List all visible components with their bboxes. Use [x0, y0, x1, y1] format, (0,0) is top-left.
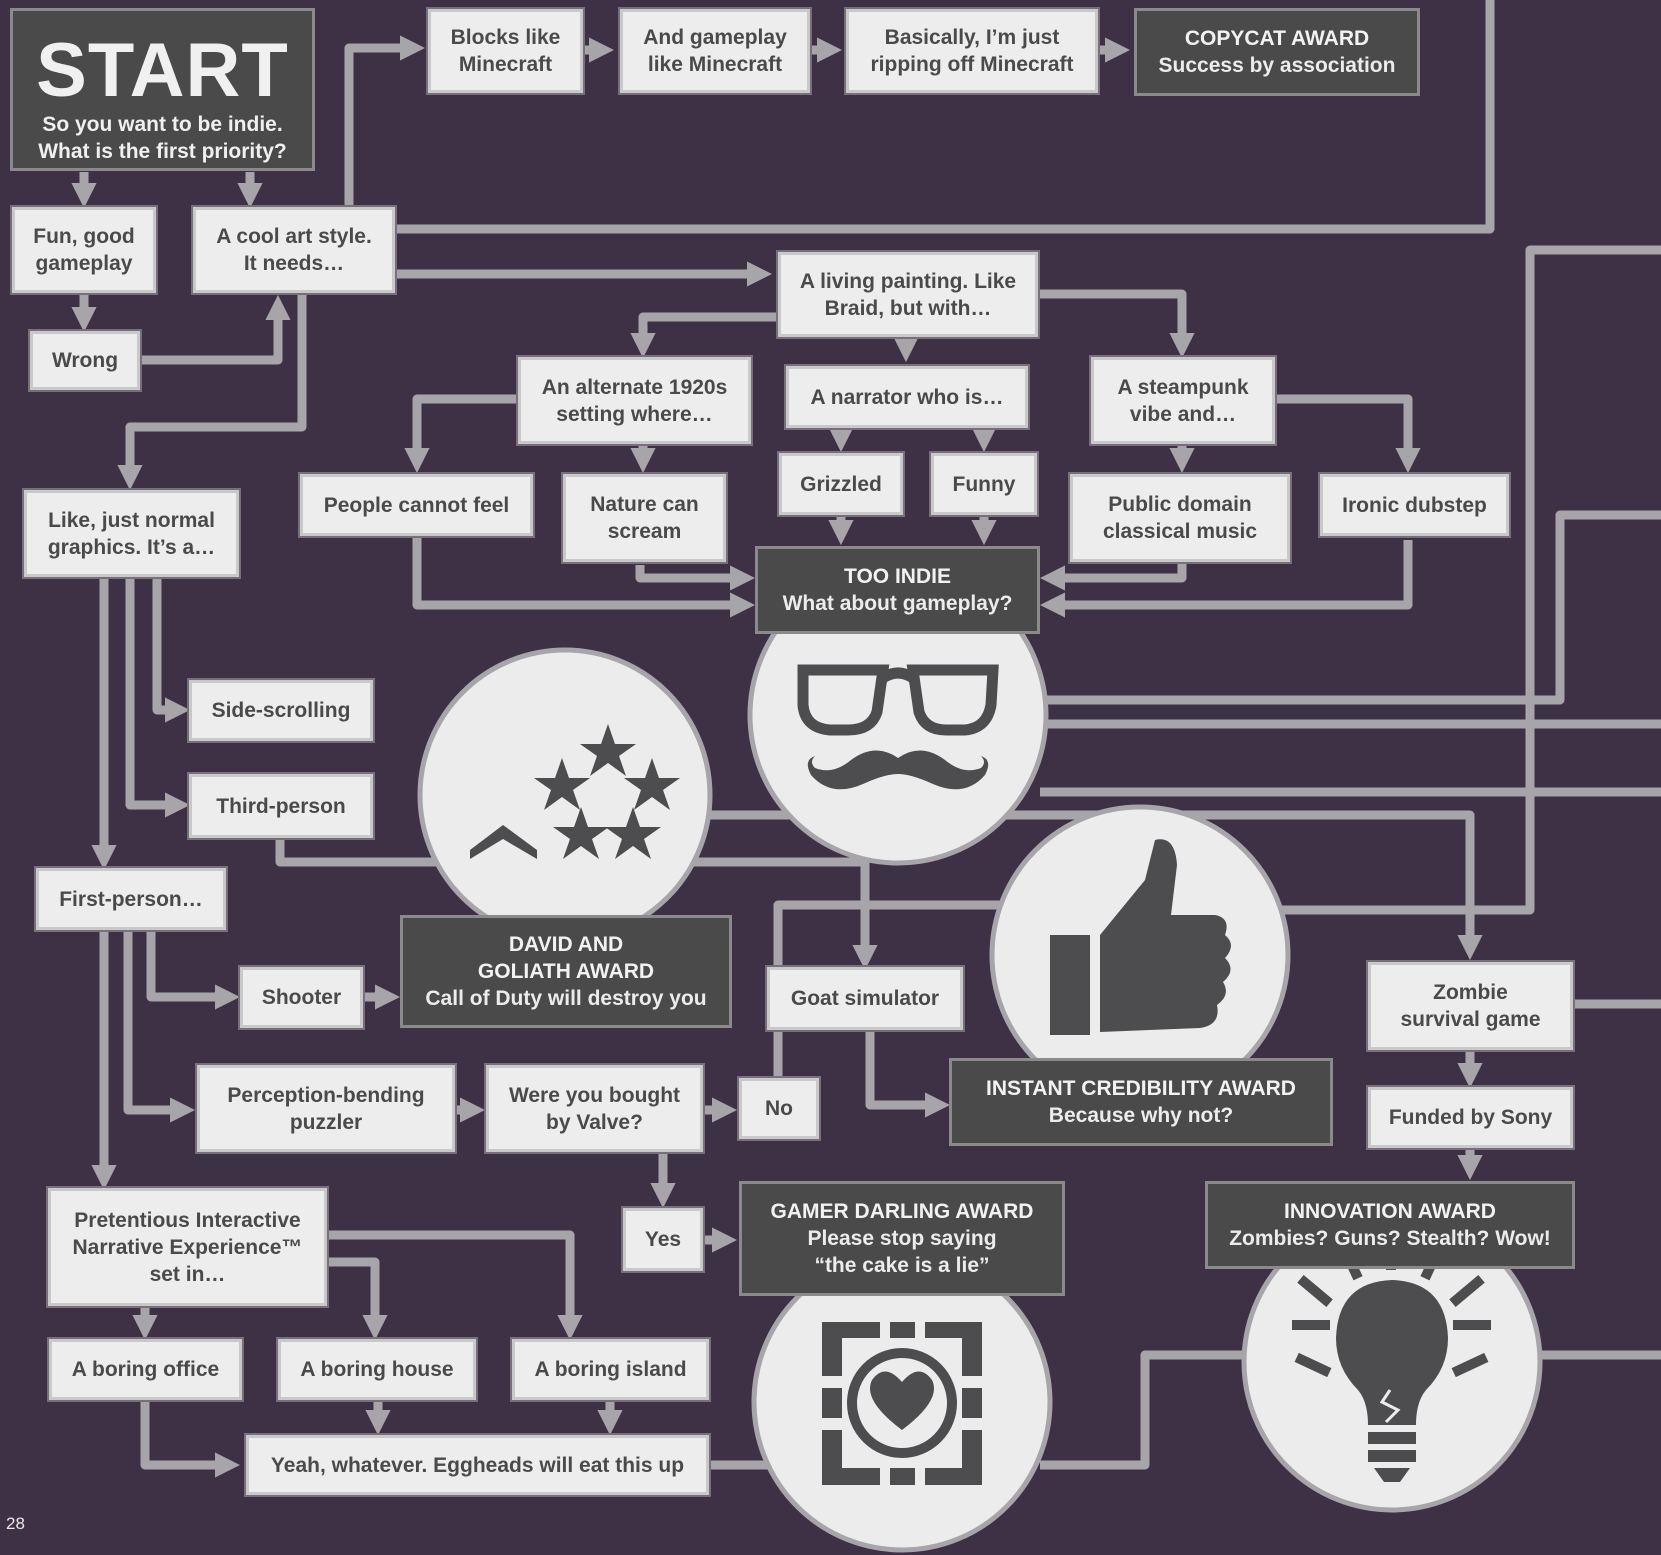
node-shooter: Shooter — [238, 965, 365, 1030]
node-boring-office: A boring office — [47, 1337, 244, 1402]
node-funded-by-sony: Funded by Sony — [1366, 1085, 1575, 1150]
award-instant-credibility: INSTANT CREDIBILITY AWARD Because why no… — [949, 1058, 1333, 1146]
node-boring-house: A boring house — [276, 1337, 478, 1402]
node-cool-art-style: A cool art style. It needs… — [191, 205, 397, 295]
node-living-painting: A living painting. Like Braid, but with… — [776, 250, 1040, 339]
node-goat-simulator: Goat simulator — [765, 965, 965, 1032]
award-gamer-darling-subtitle: Please stop saying “the cake is a lie” — [807, 1227, 997, 1277]
award-copycat: COPYCAT AWARD Success by association — [1134, 8, 1420, 96]
award-david-goliath-title: DAVID AND GOLIATH AWARD — [477, 933, 655, 983]
node-side-scrolling: Side-scrolling — [187, 678, 375, 743]
node-no: No — [737, 1076, 821, 1141]
award-gamer-darling: GAMER DARLING AWARD Please stop saying “… — [739, 1181, 1065, 1296]
node-perception-puzzler: Perception-bending puzzler — [195, 1063, 457, 1154]
award-too-indie-title: TOO INDIE — [844, 565, 951, 588]
node-steampunk: A steampunk vibe and… — [1089, 355, 1277, 446]
node-yes: Yes — [621, 1206, 705, 1273]
node-bought-by-valve: Were you bought by Valve? — [484, 1063, 705, 1154]
node-first-person: First-person… — [34, 866, 228, 932]
node-grizzled: Grizzled — [777, 451, 905, 517]
award-innovation-title: INNOVATION AWARD — [1284, 1200, 1496, 1223]
thumbs-up-icon — [989, 804, 1291, 1106]
node-normal-graphics: Like, just normal graphics. It’s a… — [22, 488, 241, 579]
node-narrator: A narrator who is… — [784, 364, 1030, 430]
node-gameplay-like-minecraft: And gameplay like Minecraft — [618, 7, 812, 95]
node-funny: Funny — [929, 451, 1039, 517]
award-david-goliath: DAVID AND GOLIATH AWARD Call of Duty wil… — [400, 915, 732, 1028]
award-instant-credibility-subtitle: Because why not? — [1048, 1104, 1234, 1127]
node-blocks-like-minecraft: Blocks like Minecraft — [426, 7, 585, 95]
award-david-goliath-subtitle: Call of Duty will destroy you — [425, 987, 707, 1010]
hipster-glasses-mustache-icon — [747, 564, 1049, 866]
award-copycat-subtitle: Success by association — [1158, 54, 1396, 77]
award-innovation: INNOVATION AWARD Zombies? Guns? Stealth?… — [1205, 1181, 1575, 1269]
node-ripping-off-minecraft: Basically, I’m just ripping off Minecraf… — [844, 7, 1100, 95]
node-ironic-dubstep: Ironic dubstep — [1318, 472, 1511, 538]
node-boring-island: A boring island — [510, 1337, 711, 1402]
start-title: START — [36, 28, 289, 113]
node-public-domain-music: Public domain classical music — [1068, 472, 1292, 564]
award-copycat-title: COPYCAT AWARD — [1184, 27, 1370, 50]
node-eggheads: Yeah, whatever. Eggheads will eat this u… — [244, 1433, 711, 1497]
page-number: 28 — [6, 1514, 25, 1533]
node-nature-can-scream: Nature can scream — [561, 472, 728, 564]
award-innovation-subtitle: Zombies? Guns? Stealth? Wow! — [1229, 1227, 1551, 1250]
node-wrong: Wrong — [28, 329, 142, 392]
companion-cube-icon — [751, 1251, 1053, 1553]
start-subtitle: So you want to be indie. What is the fir… — [38, 113, 287, 163]
node-pretentious-experience: Pretentious Interactive Narrative Experi… — [46, 1186, 329, 1308]
node-zombie-survival: Zombie survival game — [1366, 960, 1575, 1052]
lightbulb-icon — [1241, 1211, 1543, 1513]
award-instant-credibility-title: INSTANT CREDIBILITY AWARD — [986, 1077, 1296, 1100]
award-too-indie-subtitle: What about gameplay? — [782, 592, 1013, 615]
start-box: START So you want to be indie. What is t… — [10, 8, 315, 171]
rank-stars-icon — [417, 647, 713, 943]
node-people-cannot-feel: People cannot feel — [298, 472, 535, 538]
node-third-person: Third-person — [187, 772, 375, 840]
award-gamer-darling-title: GAMER DARLING AWARD — [770, 1200, 1034, 1223]
node-fun-gameplay: Fun, good gameplay — [10, 205, 158, 295]
node-alternate-1920s: An alternate 1920s setting where… — [516, 355, 753, 446]
award-too-indie: TOO INDIE What about gameplay? — [755, 546, 1040, 634]
